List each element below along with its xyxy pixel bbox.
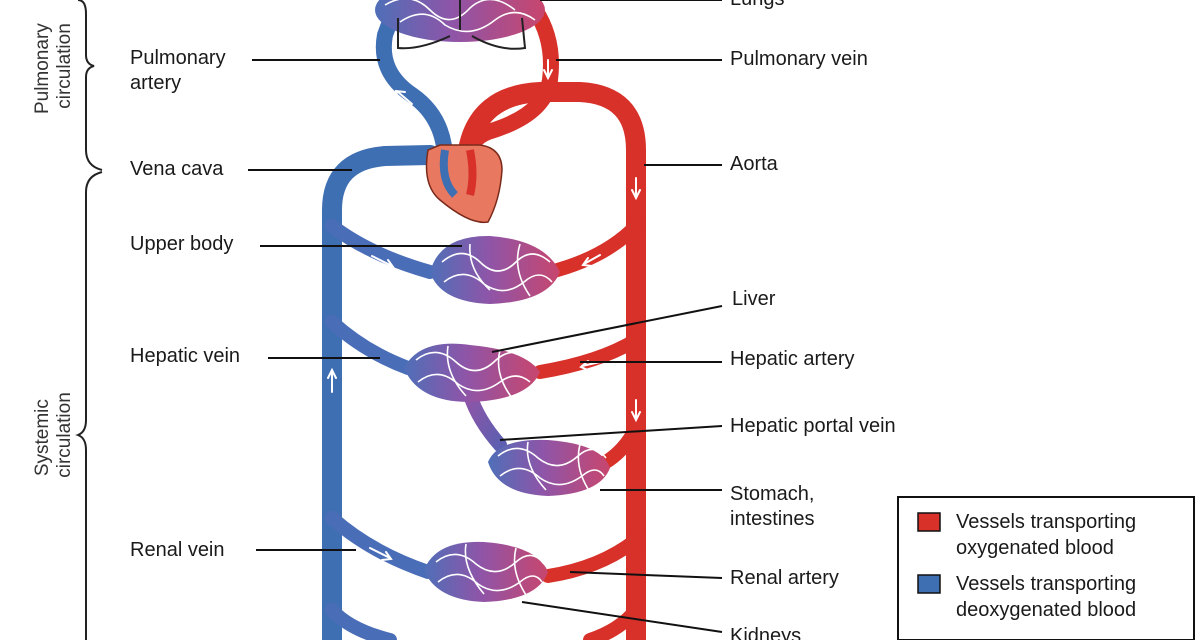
label-stomach-intestines: Stomach, intestines	[730, 483, 820, 530]
flow-arrows	[327, 59, 641, 561]
upper-body-capillary-bed	[430, 235, 560, 304]
leader-lines	[248, 0, 723, 633]
label-upper-body: Upper body	[130, 233, 233, 255]
label-kidneys: Kidneys	[730, 625, 801, 640]
pulmonary-brace	[77, 0, 103, 171]
kidneys-capillary-bed	[424, 541, 548, 602]
heart	[425, 144, 503, 224]
deoxygenated-vessels	[322, 0, 454, 640]
label-hepatic-portal-vein: Hepatic portal vein	[730, 415, 896, 437]
label-pulmonary-vein: Pulmonary vein	[730, 48, 868, 70]
legend: Vessels transporting oxygenated blood Ve…	[897, 496, 1195, 640]
label-hepatic-vein: Hepatic vein	[130, 345, 240, 367]
legend-label-oxygenated: Vessels transporting oxygenated blood	[956, 511, 1142, 559]
oxygenated-vessels	[458, 2, 646, 640]
label-pulmonary-artery: Pulmonary artery	[130, 47, 231, 94]
legend-swatch-oxygenated	[917, 512, 941, 532]
label-vena-cava: Vena cava	[130, 158, 224, 180]
hepatic-portal-vessel	[463, 388, 507, 452]
label-renal-artery: Renal artery	[730, 567, 839, 589]
label-aorta: Aorta	[730, 153, 779, 175]
stomach-capillary-bed	[488, 439, 610, 496]
label-liver: Liver	[732, 288, 776, 310]
legend-label-deoxygenated: Vessels transporting deoxygenated blood	[956, 573, 1142, 621]
systemic-brace	[75, 171, 103, 640]
lungs-capillary-bed	[375, 0, 545, 50]
liver-capillary-bed	[404, 343, 540, 402]
legend-box	[897, 496, 1195, 640]
label-renal-vein: Renal vein	[130, 539, 225, 561]
legend-swatch-deoxygenated	[917, 574, 941, 594]
label-hepatic-artery: Hepatic artery	[730, 348, 855, 370]
label-lungs: Lungs	[730, 0, 785, 10]
side-label-systemic: Systemic circulation	[32, 392, 75, 478]
side-label-pulmonary: Pulmonary circulation	[32, 18, 75, 114]
